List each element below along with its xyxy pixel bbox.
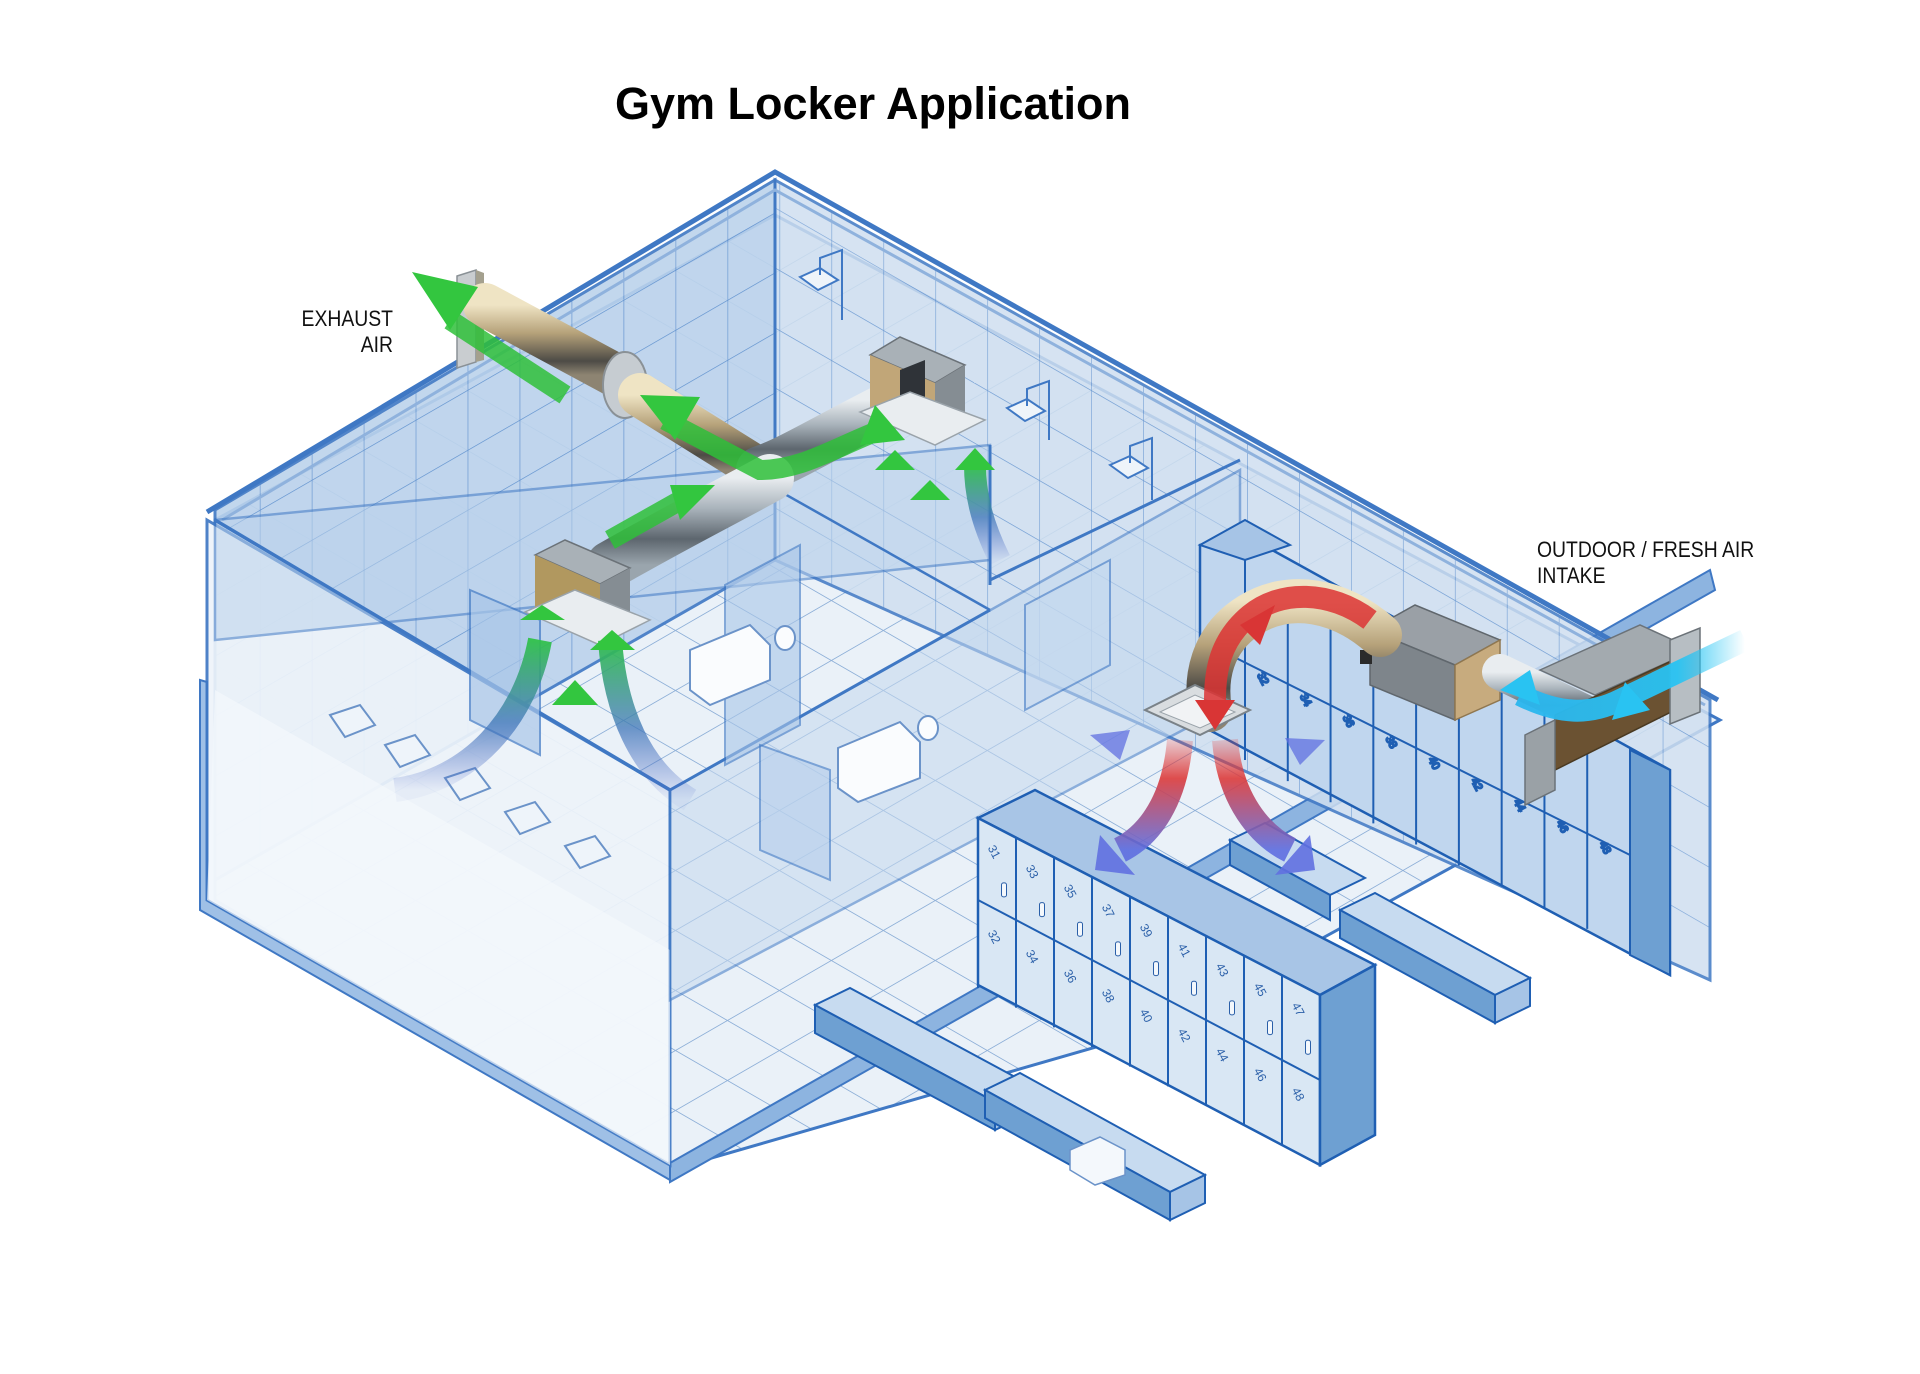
- wall-top-rim: [205, 169, 1720, 703]
- exhaust-label-line2: AIR: [360, 332, 393, 357]
- exhaust-air-label: EXHAUST AIR: [283, 306, 393, 358]
- shower-exhaust-risers: [875, 448, 1010, 565]
- locker-number: 35: [1061, 882, 1080, 901]
- stall-door: [1024, 558, 1111, 712]
- exhaust-grille-toilet: [523, 539, 652, 646]
- locker-number: 40: [1137, 1006, 1156, 1025]
- locker-number: 36: [1061, 967, 1080, 986]
- toilet: [837, 715, 939, 804]
- intake-label-line2: INTAKE: [1537, 563, 1606, 588]
- locker-number: 37: [1099, 902, 1118, 921]
- locker-handle: [1077, 921, 1083, 937]
- locker-number: 41: [1175, 941, 1194, 960]
- locker-handle: [1305, 1039, 1311, 1055]
- locker-number: 31: [985, 843, 1004, 862]
- locker-number: 46: [1251, 1065, 1270, 1084]
- fresh-air-intake-label: OUTDOOR / FRESH AIR INTAKE: [1537, 537, 1754, 589]
- locker-handle: [1191, 980, 1197, 996]
- locker-number: 42: [1175, 1026, 1194, 1045]
- locker-number: 33: [1023, 862, 1042, 881]
- exhaust-label-line1: EXHAUST: [301, 306, 393, 331]
- locker-handle: [1001, 882, 1007, 898]
- exhaust-duct-flex: [463, 283, 637, 397]
- room-air-arrow-left: [1090, 730, 1130, 760]
- shower-heads: [798, 248, 1153, 500]
- bench: [1337, 891, 1533, 1025]
- locker-handle: [1153, 961, 1159, 977]
- center-locker-bank: 31 32 33 34 35 36 37 38 39 40 41 42 43 44 45 46 47 48: [975, 788, 1378, 1168]
- stall-door: [759, 743, 831, 882]
- locker-number: 43: [1213, 961, 1232, 980]
- supply-airflow-in-duct: [1195, 585, 1377, 730]
- locker-number: 38: [1099, 987, 1118, 1006]
- locker-number: 39: [1137, 921, 1156, 940]
- intake-label-line1: OUTDOOR / FRESH AIR: [1537, 537, 1755, 562]
- locker-handle: [1229, 1000, 1235, 1016]
- locker-shelf-line: [1199, 639, 1631, 856]
- locker-number: 34: [1023, 947, 1042, 966]
- room-air-arrow-right: [1285, 738, 1325, 765]
- bench: [982, 1071, 1208, 1222]
- locker-number: 32: [985, 928, 1004, 947]
- supply-air-diffusion-arrows: [1090, 730, 1325, 875]
- locker-handle: [1115, 941, 1121, 957]
- locker-handle: [1267, 1020, 1273, 1036]
- locker-number: 44: [1213, 1046, 1232, 1065]
- toilet: [689, 623, 796, 707]
- diagram-title: Gym Locker Application: [615, 78, 1131, 129]
- exhaust-air-arrow: [412, 272, 571, 404]
- toilet-exhaust-risers: [393, 605, 697, 845]
- locker-number: 48: [1289, 1085, 1308, 1104]
- exhaust-grille-shower: [858, 336, 987, 446]
- exhaust-airflow-in-duct: [605, 395, 905, 549]
- locker-number: 45: [1251, 980, 1270, 999]
- locker-number: 47: [1289, 1000, 1308, 1019]
- towel: [1069, 1136, 1126, 1186]
- fresh-air-arrow: [1500, 630, 1750, 722]
- locker-handle: [1039, 902, 1045, 918]
- exhaust-duct-branch-toilet: [586, 454, 794, 589]
